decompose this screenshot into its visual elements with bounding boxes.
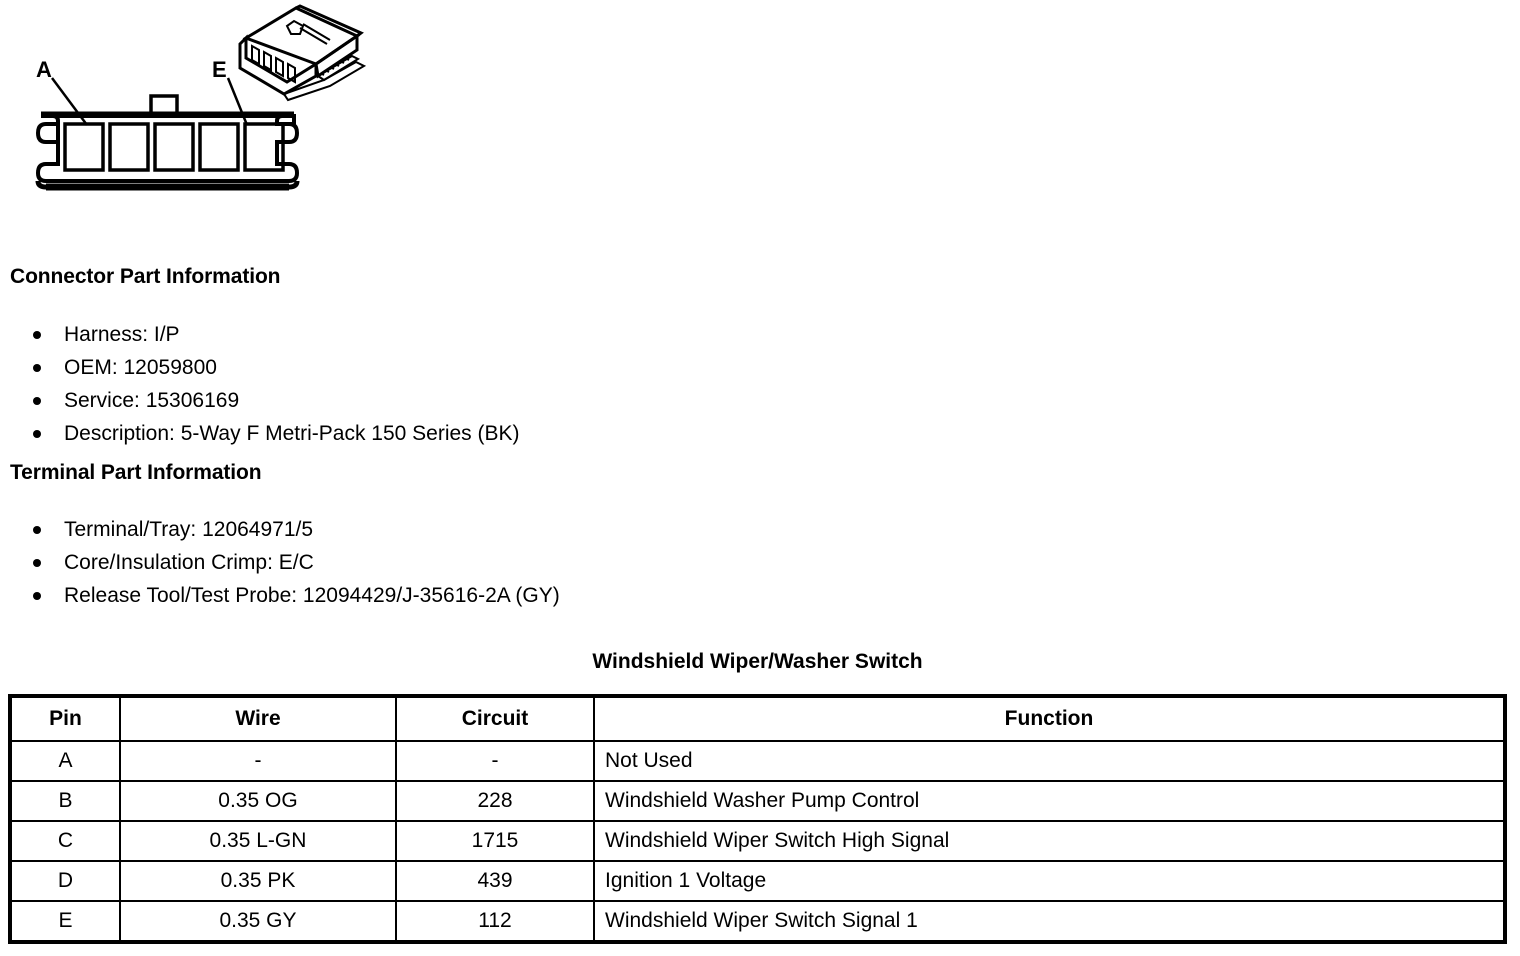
column-header-function: Function [593, 695, 1506, 742]
column-header-wire: Wire [119, 695, 397, 742]
pinout-table-title: Windshield Wiper/Washer Switch [592, 650, 923, 673]
list-item: Core/Insulation Crimp: E/C [0, 546, 560, 579]
bullet-icon [33, 364, 41, 372]
bullet-icon [33, 592, 41, 600]
pinout-table-header: Pin Wire Circuit Function [9, 695, 1506, 742]
cell-function: Windshield Wiper Switch Signal 1 [593, 900, 1506, 943]
pinout-table: Pin Wire Circuit Function A - - Not Used… [8, 694, 1507, 944]
cell-wire: - [119, 740, 397, 782]
cell-wire: 0.35 OG [119, 780, 397, 822]
cell-pin: C [9, 820, 121, 862]
cell-pin: E [9, 900, 121, 943]
bullet-icon [33, 331, 41, 339]
pin-callout-a: A [36, 57, 52, 82]
column-header-pin: Pin [9, 695, 121, 742]
cell-function: Ignition 1 Voltage [593, 860, 1506, 902]
connector-isometric-view [238, 4, 367, 102]
cavity-d [198, 122, 240, 172]
cavity-e [243, 122, 285, 172]
pin-callout-e: E [212, 57, 227, 82]
connector-drawing-svg: A E [35, 4, 367, 191]
cavity-a [63, 122, 105, 172]
cell-wire: 0.35 L-GN [119, 820, 397, 862]
list-item-label: Harness: I/P [64, 323, 180, 346]
list-item: Service: 15306169 [0, 384, 520, 417]
bullet-icon [33, 526, 41, 534]
cell-circuit: 439 [395, 860, 595, 902]
cell-function: Not Used [593, 740, 1506, 782]
list-item-label: Description: 5-Way F Metri-Pack 150 Seri… [64, 422, 520, 445]
cell-pin: D [9, 860, 121, 902]
table-row: A - - Not Used [9, 740, 1506, 782]
cell-circuit: 112 [395, 900, 595, 943]
bullet-icon [33, 397, 41, 405]
terminal-part-information-list: Terminal/Tray: 12064971/5 Core/Insulatio… [0, 513, 560, 612]
column-header-circuit: Circuit [395, 695, 595, 742]
pinout-table-container: Pin Wire Circuit Function A - - Not Used… [8, 694, 1507, 944]
cell-pin: B [9, 780, 121, 822]
cavity-c [153, 122, 195, 172]
list-item-label: OEM: 12059800 [64, 356, 217, 379]
bullet-icon [33, 430, 41, 438]
cell-pin: A [9, 740, 121, 782]
list-item: Description: 5-Way F Metri-Pack 150 Seri… [0, 417, 520, 450]
list-item-label: Terminal/Tray: 12064971/5 [64, 518, 314, 541]
cell-circuit: 228 [395, 780, 595, 822]
table-row: C 0.35 L-GN 1715 Windshield Wiper Switch… [9, 820, 1506, 862]
list-item-label: Release Tool/Test Probe: 12094429/J-3561… [64, 584, 560, 607]
list-item: Release Tool/Test Probe: 12094429/J-3561… [0, 579, 560, 612]
list-item: Terminal/Tray: 12064971/5 [0, 513, 560, 546]
pinout-table-body: A - - Not Used B 0.35 OG 228 Windshield … [9, 740, 1506, 943]
table-row: D 0.35 PK 439 Ignition 1 Voltage [9, 860, 1506, 902]
list-item-label: Core/Insulation Crimp: E/C [64, 551, 314, 574]
cell-circuit: - [395, 740, 595, 782]
table-header-row: Pin Wire Circuit Function [9, 695, 1506, 742]
connector-illustration: A E [0, 0, 400, 230]
bullet-icon [33, 559, 41, 567]
cavity-b [108, 122, 150, 172]
list-item-label: Service: 15306169 [64, 389, 240, 412]
list-item: OEM: 12059800 [0, 351, 520, 384]
terminal-part-information-heading: Terminal Part Information [10, 461, 262, 484]
cell-function: Windshield Wiper Switch High Signal [593, 820, 1506, 862]
cell-circuit: 1715 [395, 820, 595, 862]
connector-part-information-list: Harness: I/P OEM: 12059800 Service: 1530… [0, 318, 520, 450]
list-item: Harness: I/P [0, 318, 520, 351]
cell-wire: 0.35 GY [119, 900, 397, 943]
table-row: B 0.35 OG 228 Windshield Washer Pump Con… [9, 780, 1506, 822]
connector-part-information-heading: Connector Part Information [10, 265, 281, 288]
table-row: E 0.35 GY 112 Windshield Wiper Switch Si… [9, 900, 1506, 943]
cell-function: Windshield Washer Pump Control [593, 780, 1506, 822]
cell-wire: 0.35 PK [119, 860, 397, 902]
